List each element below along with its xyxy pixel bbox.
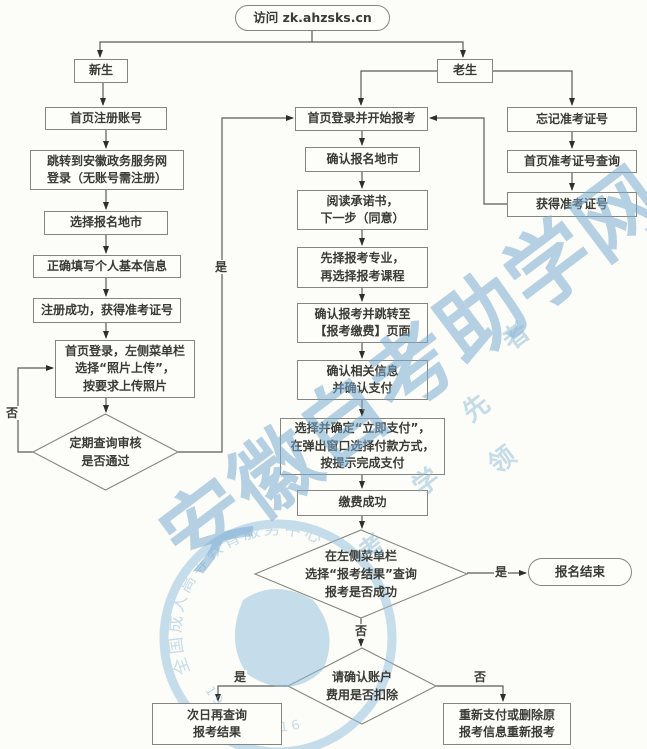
edge-label-no-fee: 否: [473, 670, 488, 685]
edge-label-yes-fee: 是: [233, 670, 248, 685]
step-choose-major-courses: 先择报考专业， 再选择报考课程: [297, 247, 428, 288]
step-got-ticket: 获得准考证号: [507, 192, 637, 217]
old-student-branch: 老生: [437, 59, 493, 83]
start-terminator: 访问 zk.ahzsks.cn: [235, 5, 390, 31]
new-student-branch: 新生: [74, 59, 128, 83]
step-fill-personal-info: 正确填写个人基本信息: [33, 255, 181, 278]
step-immediate-pay: 选择并确定“立即支付”， 在弹出窗口选择付款方式， 按提示完成支付: [280, 418, 445, 475]
step-register-success: 注册成功，获得准考证号: [33, 298, 181, 323]
step-select-city: 选择报名地市: [44, 211, 168, 235]
edge-label-no-result: 否: [354, 624, 369, 639]
decision-review-passed-shape: [31, 413, 180, 491]
end-terminator: 报名结束: [528, 558, 632, 586]
edge-label-no-photo: 否: [5, 406, 20, 421]
step-confirm-jump-payment: 确认报考并跳转至 【报考缴费】页面: [297, 303, 428, 343]
step-read-commitment: 阅读承诺书， 下一步（同意）: [297, 190, 428, 230]
edge-d1-yes-m1: [178, 115, 294, 453]
edge-d3-yes-b1: [215, 685, 288, 702]
step-query-next-day: 次日再查询 报考结果: [152, 703, 282, 745]
edge-old-r1: [493, 70, 575, 106]
edge-r3-m1: [429, 115, 507, 205]
edge-label-yes-photo: 是: [214, 260, 229, 275]
step-login-start-apply: 首页登录并开始报考: [295, 107, 428, 131]
step-pay-success: 缴费成功: [297, 490, 428, 516]
decision-apply-success-label: 在左侧菜单栏 选择“报考结果”查询 报考是否成功: [305, 549, 417, 599]
decision-fee-deducted-label: 请确认账户 费用是否扣除: [325, 670, 398, 702]
step-query-ticket: 首页准考证号查询: [507, 150, 637, 173]
step-register-account: 首页注册账号: [45, 107, 167, 130]
edge-d3-no-b2: [436, 685, 506, 702]
edge-start-to-new: [97, 31, 313, 58]
step-repay-or-delete: 重新支付或删除原 报考信息重新报考: [443, 703, 571, 745]
step-upload-photo: 首页登录，左侧菜单栏 选择“照片上传”， 按要求上传照片: [55, 340, 195, 398]
edge-old-m1: [358, 70, 437, 106]
step-confirm-city: 确认报名地市: [305, 147, 420, 172]
edge-label-yes-result: 是: [494, 565, 509, 580]
edge-start-to-old: [312, 41, 466, 58]
step-confirm-info-pay: 确认相关信息 并确认支付: [297, 360, 428, 400]
step-forgot-ticket: 忘记准考证号: [507, 107, 637, 132]
step-jump-gov-login: 跳转到安徽政务服务网 登录（无账号需注册）: [30, 150, 184, 190]
decision-review-passed-label: 定期查询审核 是否通过: [69, 436, 142, 468]
